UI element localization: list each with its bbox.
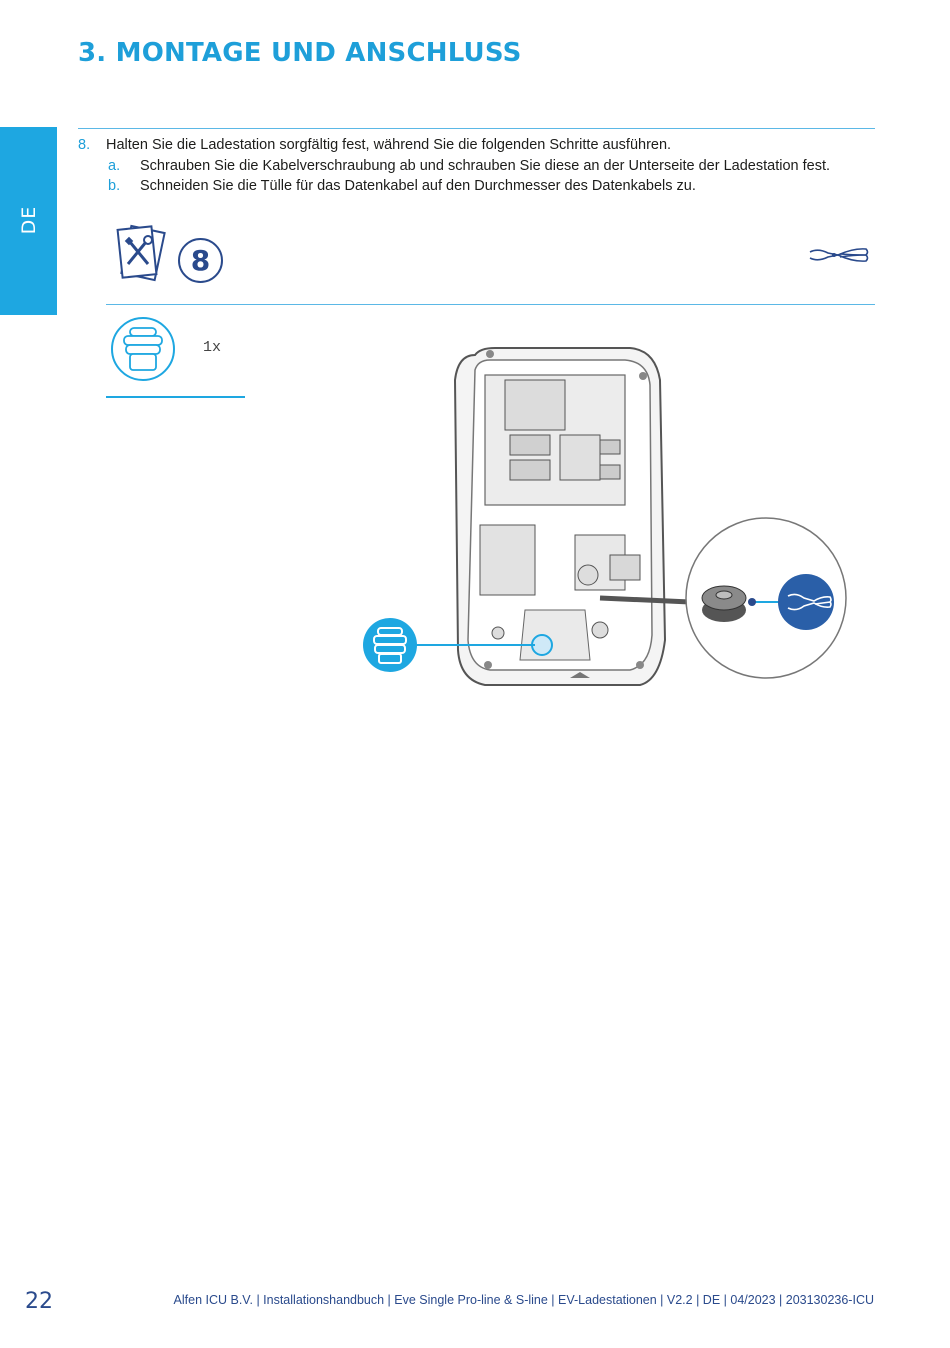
substep-letter: a. <box>108 157 121 174</box>
footer-text: Alfen ICU B.V. | Installationshandbuch |… <box>173 1293 874 1307</box>
step-number: 8. <box>78 137 91 153</box>
substep-letter: b. <box>108 178 121 194</box>
language-tab-label: DE <box>17 205 40 235</box>
step-number-badge: 8 <box>178 238 223 283</box>
parts-divider <box>106 396 245 398</box>
page-title: 3. MONTAGE UND ANSCHLUSS <box>78 38 522 68</box>
page-number: 22 <box>25 1289 53 1314</box>
substep-text: Schrauben Sie die Kabelverschraubung ab … <box>140 157 831 174</box>
tools-divider <box>106 304 875 305</box>
part-quantity: 1x <box>203 339 222 356</box>
instruction-list: 8. Halten Sie die Ladestation sorgfältig… <box>78 135 830 197</box>
charging-station-illustration <box>363 347 847 686</box>
language-tab: DE <box>0 127 57 315</box>
substep-item: b. Schneiden Sie die Tülle für das Daten… <box>78 176 830 197</box>
cable-gland-icon <box>111 317 175 381</box>
step-item: 8. Halten Sie die Ladestation sorgfältig… <box>78 135 830 156</box>
manual-tools-icon <box>116 224 166 282</box>
pliers-icon <box>809 248 869 262</box>
top-divider <box>78 128 875 129</box>
substep-text: Schneiden Sie die Tülle für das Datenkab… <box>140 178 696 194</box>
step-text: Halten Sie die Ladestation sorgfältig fe… <box>106 137 672 153</box>
substep-item: a. Schrauben Sie die Kabelverschraubung … <box>78 156 830 177</box>
